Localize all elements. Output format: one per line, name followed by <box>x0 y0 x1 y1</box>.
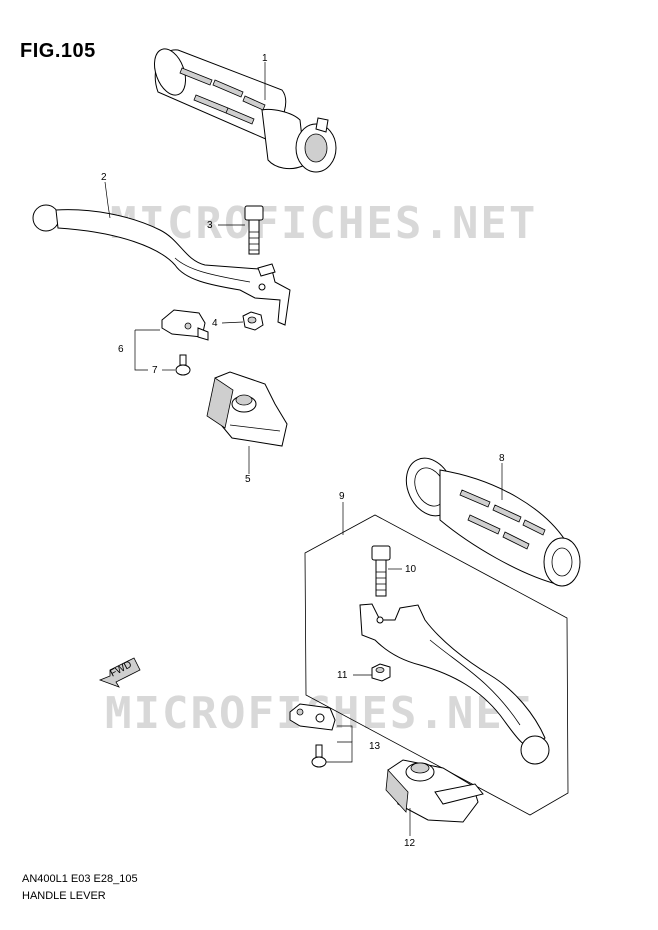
footer-code: AN400L1 E03 E28_105 <box>22 873 138 885</box>
callout-8: 8 <box>499 453 505 464</box>
callout-7: 7 <box>152 365 158 376</box>
callout-1: 1 <box>262 53 268 64</box>
callout-2: 2 <box>101 172 107 183</box>
part-9-assembly-outline <box>304 514 569 816</box>
callout-5: 5 <box>245 474 251 485</box>
rear-brake-lever[interactable] <box>359 603 550 765</box>
callout-10: 10 <box>405 564 417 575</box>
callout-9: 9 <box>339 491 345 502</box>
part-4-nut[interactable] <box>242 311 264 331</box>
footer-name: HANDLE LEVER <box>22 890 106 902</box>
part-5-holder[interactable] <box>206 371 288 447</box>
callout-13: 13 <box>369 741 381 752</box>
fwd-arrow: FWD <box>98 657 141 688</box>
part-3-pivot-bolt[interactable] <box>244 205 264 255</box>
callout-11: 11 <box>337 670 348 681</box>
figure-title: FIG.105 <box>20 40 96 62</box>
part-11-nut[interactable] <box>371 663 391 682</box>
callout-4: 4 <box>212 318 218 329</box>
part-6-switch[interactable] <box>161 309 209 341</box>
part-10-bolt[interactable] <box>371 545 391 597</box>
part-8-grip-left[interactable] <box>397 451 581 587</box>
part-7-screw[interactable] <box>175 354 191 376</box>
callout-12: 12 <box>404 838 416 849</box>
callout-3: 3 <box>207 220 213 231</box>
callout-6: 6 <box>118 344 124 355</box>
part-2-brake-lever[interactable] <box>32 204 291 326</box>
part-1-grip-right[interactable] <box>149 45 337 173</box>
part-13-switch[interactable] <box>289 703 336 768</box>
watermark-top: MICROFICHES.NET <box>110 198 537 249</box>
part-12-holder[interactable] <box>385 759 484 823</box>
